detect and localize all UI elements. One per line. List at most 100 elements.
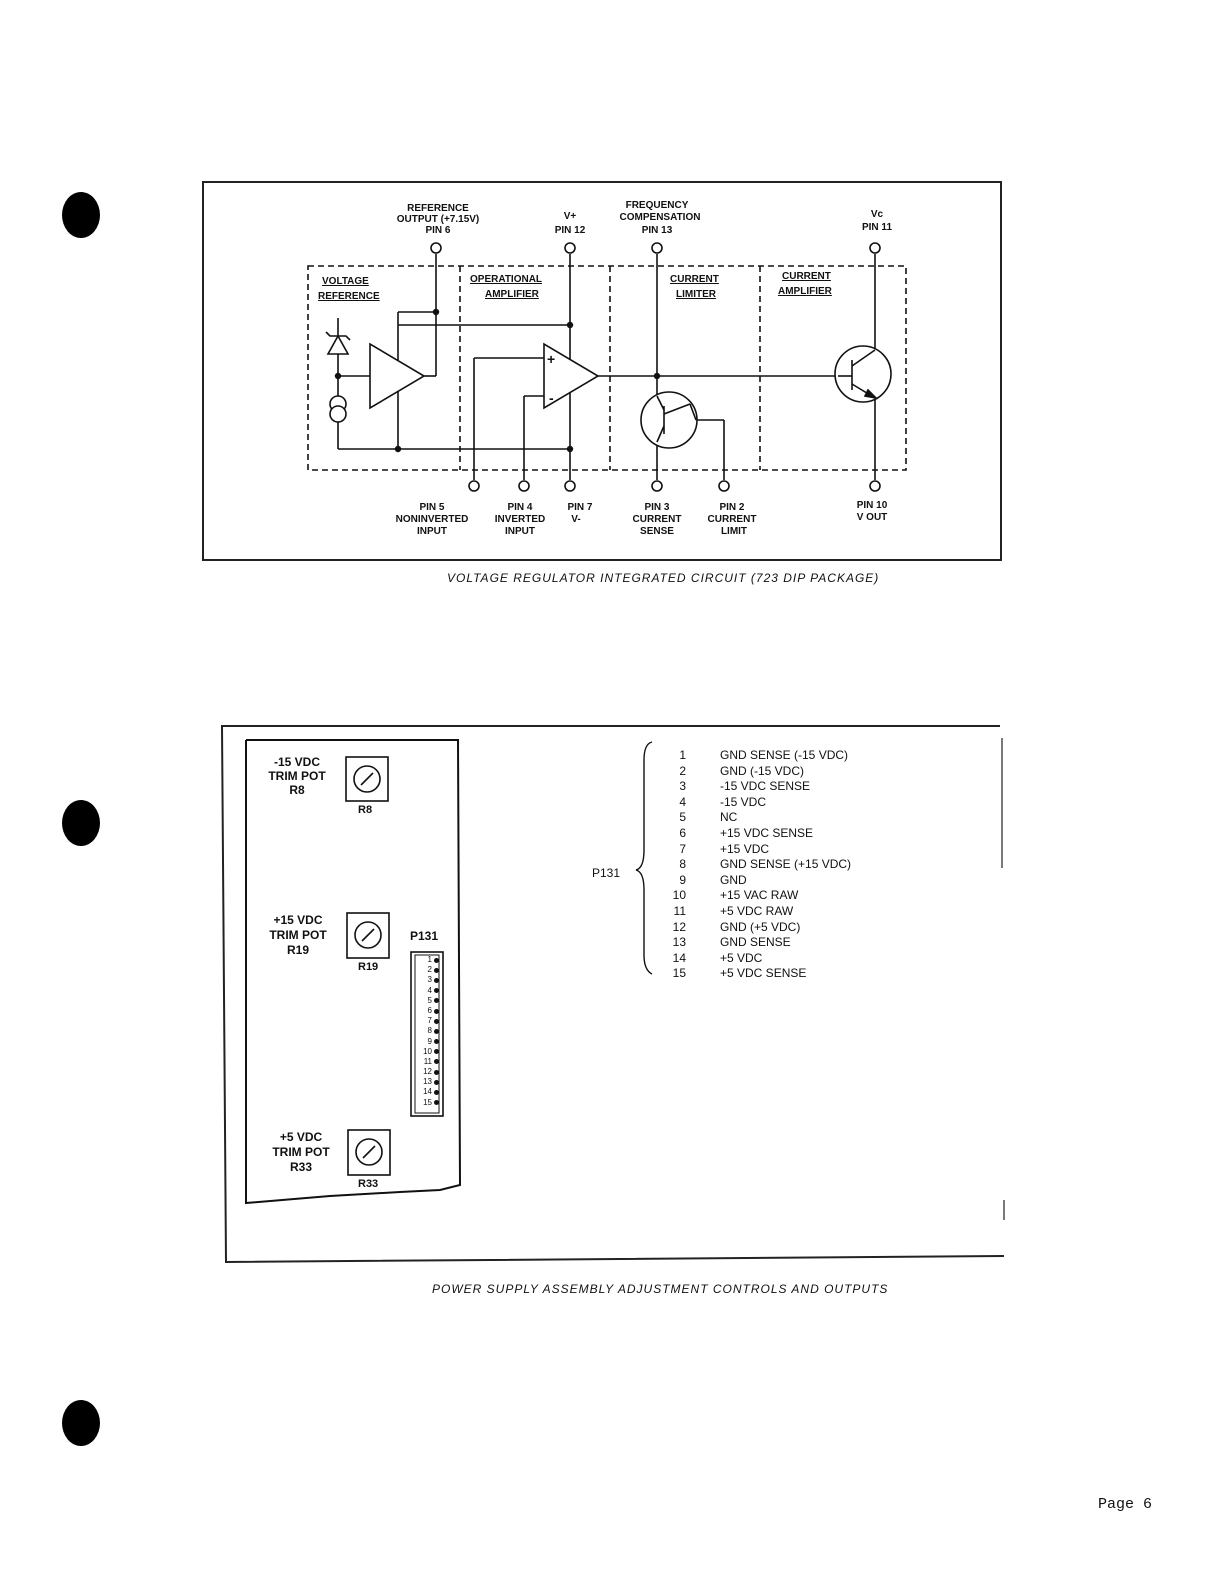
power-supply-figure-frame xyxy=(220,725,1005,1264)
pinout-pin-description: +15 VDC SENSE xyxy=(720,825,814,840)
connector-pin-number: 14 xyxy=(423,1087,432,1097)
connector-pin: 13 xyxy=(413,1077,439,1087)
pin7-label-1: PIN 7 xyxy=(567,502,592,513)
pin6-label-1: REFERENCE xyxy=(407,203,469,214)
pinout-row: 5 NC xyxy=(662,810,851,826)
connector-pin-dot xyxy=(434,1039,439,1045)
power-supply-figure xyxy=(220,725,1005,1264)
reference-amplifier-symbol xyxy=(369,342,426,410)
pinout-row: 8 GND SENSE (+15 VDC) xyxy=(662,857,851,873)
pinout-pin-number: 9 xyxy=(679,872,686,887)
pin3-label-1: PIN 3 xyxy=(644,502,669,513)
pin10-terminal xyxy=(869,480,881,492)
pinout-pin-number: 1 xyxy=(679,748,686,762)
connector-pin: 2 xyxy=(413,965,439,975)
pinout-pin-number: 14 xyxy=(672,950,686,965)
pinout-pin-number: 12 xyxy=(672,919,686,934)
connector-pin: 12 xyxy=(413,1067,439,1077)
pin5-label-3: INPUT xyxy=(417,526,447,537)
pinout-pin-number: 15 xyxy=(672,966,686,981)
pin5-label-1: PIN 5 xyxy=(419,502,444,513)
connector-pin: 11 xyxy=(413,1057,439,1067)
pinout-pin-number: 5 xyxy=(679,810,686,825)
connector-pin-dot xyxy=(434,1069,439,1075)
block-title-current-limiter-1: CURRENT xyxy=(670,274,719,285)
pinout-pin-number: 6 xyxy=(679,825,686,840)
pinout-row: 6 +15 VDC SENSE xyxy=(662,826,851,842)
regulator-figure-frame xyxy=(202,181,1002,561)
r8-pot-label: -15 VDC TRIM POT R8 xyxy=(268,755,326,797)
connector-pin-dot xyxy=(434,957,439,963)
connector-pin: 14 xyxy=(413,1087,439,1097)
current-amplifier-transistor-symbol xyxy=(834,345,892,403)
block-title-voltage-reference-1: VOLTAGE xyxy=(322,276,369,287)
pin13-label-3: PIN 13 xyxy=(642,225,673,236)
block-title-current-amplifier-2: AMPLIFIER xyxy=(778,286,833,297)
pin4-label-3: INPUT xyxy=(505,526,535,537)
connector-pin-dot xyxy=(434,1018,439,1024)
block-title-opamp-1: OPERATIONAL xyxy=(470,274,542,285)
pinout-pin-description: +5 VDC xyxy=(720,950,763,965)
pinout-pin-number: 4 xyxy=(679,794,686,809)
connector-pin-number: 5 xyxy=(427,995,432,1005)
regulator-figure-caption: VOLTAGE REGULATOR INTEGRATED CIRCUIT (72… xyxy=(447,571,880,585)
connector-pin: 8 xyxy=(413,1026,439,1036)
pinout-pin-description: NC xyxy=(720,810,738,825)
pinout-pin-description: GND (+5 VDC) xyxy=(720,919,801,934)
pinout-row: 11 +5 VDC RAW xyxy=(662,904,851,920)
connector-pin-number: 3 xyxy=(427,975,432,985)
connector-pin-number: 10 xyxy=(423,1046,432,1056)
pinout-pin-number: 8 xyxy=(679,857,686,872)
connector-pin: 7 xyxy=(413,1016,439,1026)
block-title-current-amplifier-1: CURRENT xyxy=(782,271,831,282)
pinout-brace xyxy=(635,741,653,975)
pinout-pin-number: 13 xyxy=(672,935,686,950)
pinout-pin-number: 11 xyxy=(673,903,686,918)
current-source-symbol xyxy=(329,395,347,423)
pinout-pin-number: 7 xyxy=(679,841,686,856)
pinout-row: 12 GND (+5 VDC) xyxy=(662,920,851,936)
pin7-label-2: V- xyxy=(571,514,580,525)
pinout-pin-number: 3 xyxy=(679,779,686,794)
pin13-label-2: COMPENSATION xyxy=(620,212,701,223)
pinout-connector-label: P131 xyxy=(592,866,621,880)
pin6-label-2: OUTPUT (+7.15V) xyxy=(397,214,480,225)
pin7-terminal xyxy=(564,480,576,492)
connector-pin-dot xyxy=(434,977,439,983)
connector-pin-number: 2 xyxy=(427,965,432,975)
pin13-terminal xyxy=(651,242,663,254)
pinout-pin-description: +5 VDC RAW xyxy=(720,903,794,918)
connector-pin-number: 4 xyxy=(427,985,432,995)
connector-pin: 15 xyxy=(413,1098,439,1108)
connector-pin-dot xyxy=(434,988,439,994)
pinout-pin-description: +5 VDC SENSE xyxy=(720,966,807,981)
pinout-row: 14 +5 VDC xyxy=(662,951,851,967)
pinout-row: 4-15 VDC xyxy=(662,795,851,811)
pin12-label-2: PIN 12 xyxy=(555,225,586,236)
connector-pin: 1 xyxy=(413,955,439,965)
pin2-label-3: LIMIT xyxy=(721,526,747,537)
trim-pot-r19[interactable] xyxy=(346,912,390,959)
pin11-terminal xyxy=(869,242,881,254)
connector-pin-number: 13 xyxy=(423,1077,432,1087)
pinout-pin-description: +15 VDC xyxy=(720,841,770,856)
pin3-terminal xyxy=(651,480,663,492)
r19-pot-tag: R19 xyxy=(358,961,379,973)
pinout-pin-description: GND SENSE (+15 VDC) xyxy=(720,857,852,872)
pinout-pin-description: GND xyxy=(720,872,747,887)
connector-pin-dot xyxy=(434,1079,439,1085)
connector-pin-dot xyxy=(434,1028,439,1034)
connector-pin-dot xyxy=(434,1059,439,1065)
connector-pin: 6 xyxy=(413,1006,439,1016)
pinout-pin-description: +15 VAC RAW xyxy=(720,888,799,903)
pin10-label-2: V OUT xyxy=(857,512,888,523)
power-supply-figure-caption: POWER SUPPLY ASSEMBLY ADJUSTMENT CONTROL… xyxy=(432,1282,889,1296)
pin11-label-2: PIN 11 xyxy=(862,222,892,233)
r33-pot-tag: R33 xyxy=(358,1178,379,1190)
connector-pin-number: 11 xyxy=(423,1056,432,1066)
pin2-label-1: PIN 2 xyxy=(719,502,744,513)
